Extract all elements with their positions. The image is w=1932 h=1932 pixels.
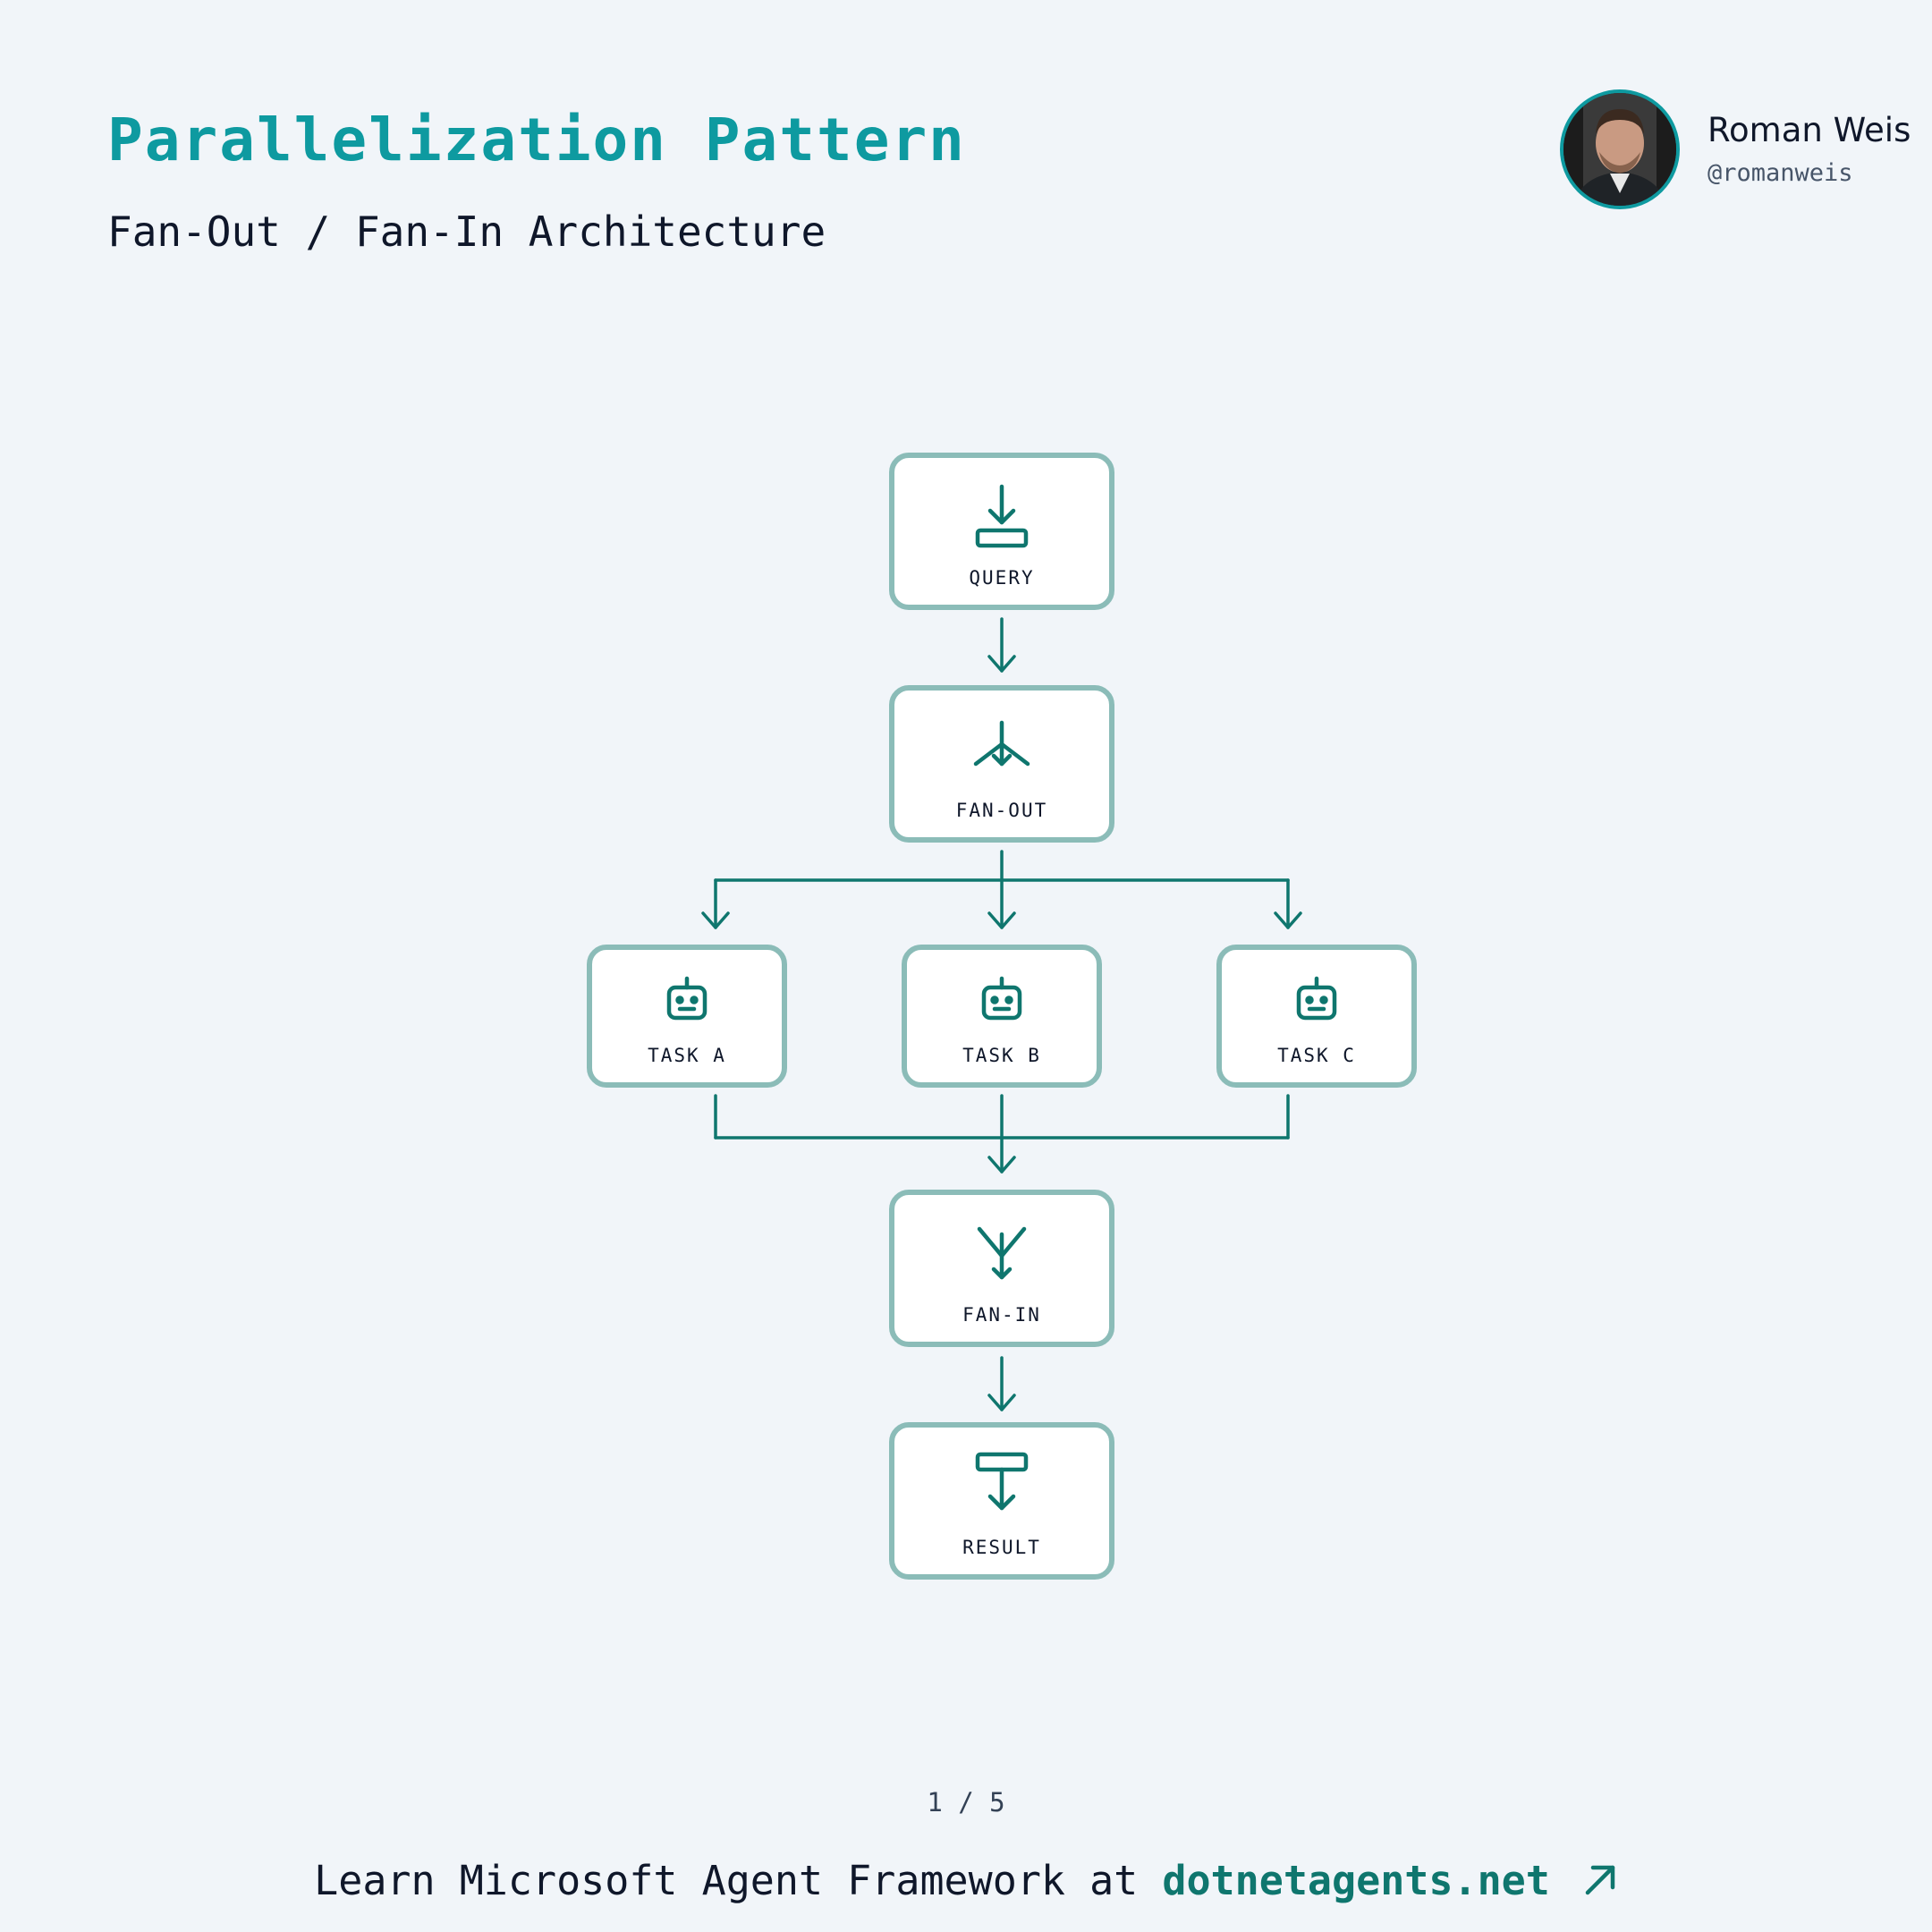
node-label: TASK C (1277, 1045, 1356, 1066)
page-subtitle: Fan-Out / Fan-In Architecture (107, 208, 826, 256)
node-fan-in: FAN-IN (889, 1190, 1114, 1347)
output-icon (975, 1452, 1029, 1511)
page-title: Parallelization Pattern (107, 106, 966, 174)
author-card: Roman Weis @romanweis (1560, 89, 1918, 215)
node-fan-out: FAN-OUT (889, 685, 1114, 843)
node-task-c: TASK C (1216, 945, 1417, 1088)
footer: Learn Microsoft Agent Framework at dotne… (0, 1857, 1932, 1904)
node-label: FAN-IN (962, 1304, 1041, 1326)
footer-text: Learn Microsoft Agent Framework at (314, 1857, 1139, 1904)
robot-icon (666, 976, 708, 1021)
edge-fanin-result (987, 1356, 1016, 1411)
fan-in-icon (977, 1226, 1027, 1280)
node-result: RESULT (889, 1422, 1114, 1580)
edge-tasks-fanin (714, 1094, 1290, 1174)
node-query: QUERY (889, 453, 1114, 610)
robot-icon (1296, 976, 1337, 1021)
avatar (1560, 89, 1680, 209)
footer-link[interactable]: dotnetagents.net (1162, 1857, 1550, 1904)
edge-fanout-tasks (701, 850, 1302, 929)
author-handle: @romanweis (1707, 159, 1853, 187)
node-label: QUERY (969, 567, 1035, 589)
node-task-b: TASK B (902, 945, 1102, 1088)
node-label: TASK B (962, 1045, 1041, 1066)
author-name: Roman Weis (1707, 111, 1911, 149)
arrow-up-right-icon[interactable] (1582, 1862, 1618, 1898)
page-indicator: 1 / 5 (927, 1787, 1005, 1818)
robot-icon (981, 976, 1022, 1021)
node-task-a: TASK A (587, 945, 787, 1088)
download-icon (975, 484, 1029, 548)
node-label: RESULT (962, 1537, 1041, 1558)
node-label: TASK A (648, 1045, 726, 1066)
edge-query-fanout (987, 617, 1016, 673)
fan-out-icon (973, 720, 1030, 767)
node-label: FAN-OUT (955, 800, 1048, 821)
